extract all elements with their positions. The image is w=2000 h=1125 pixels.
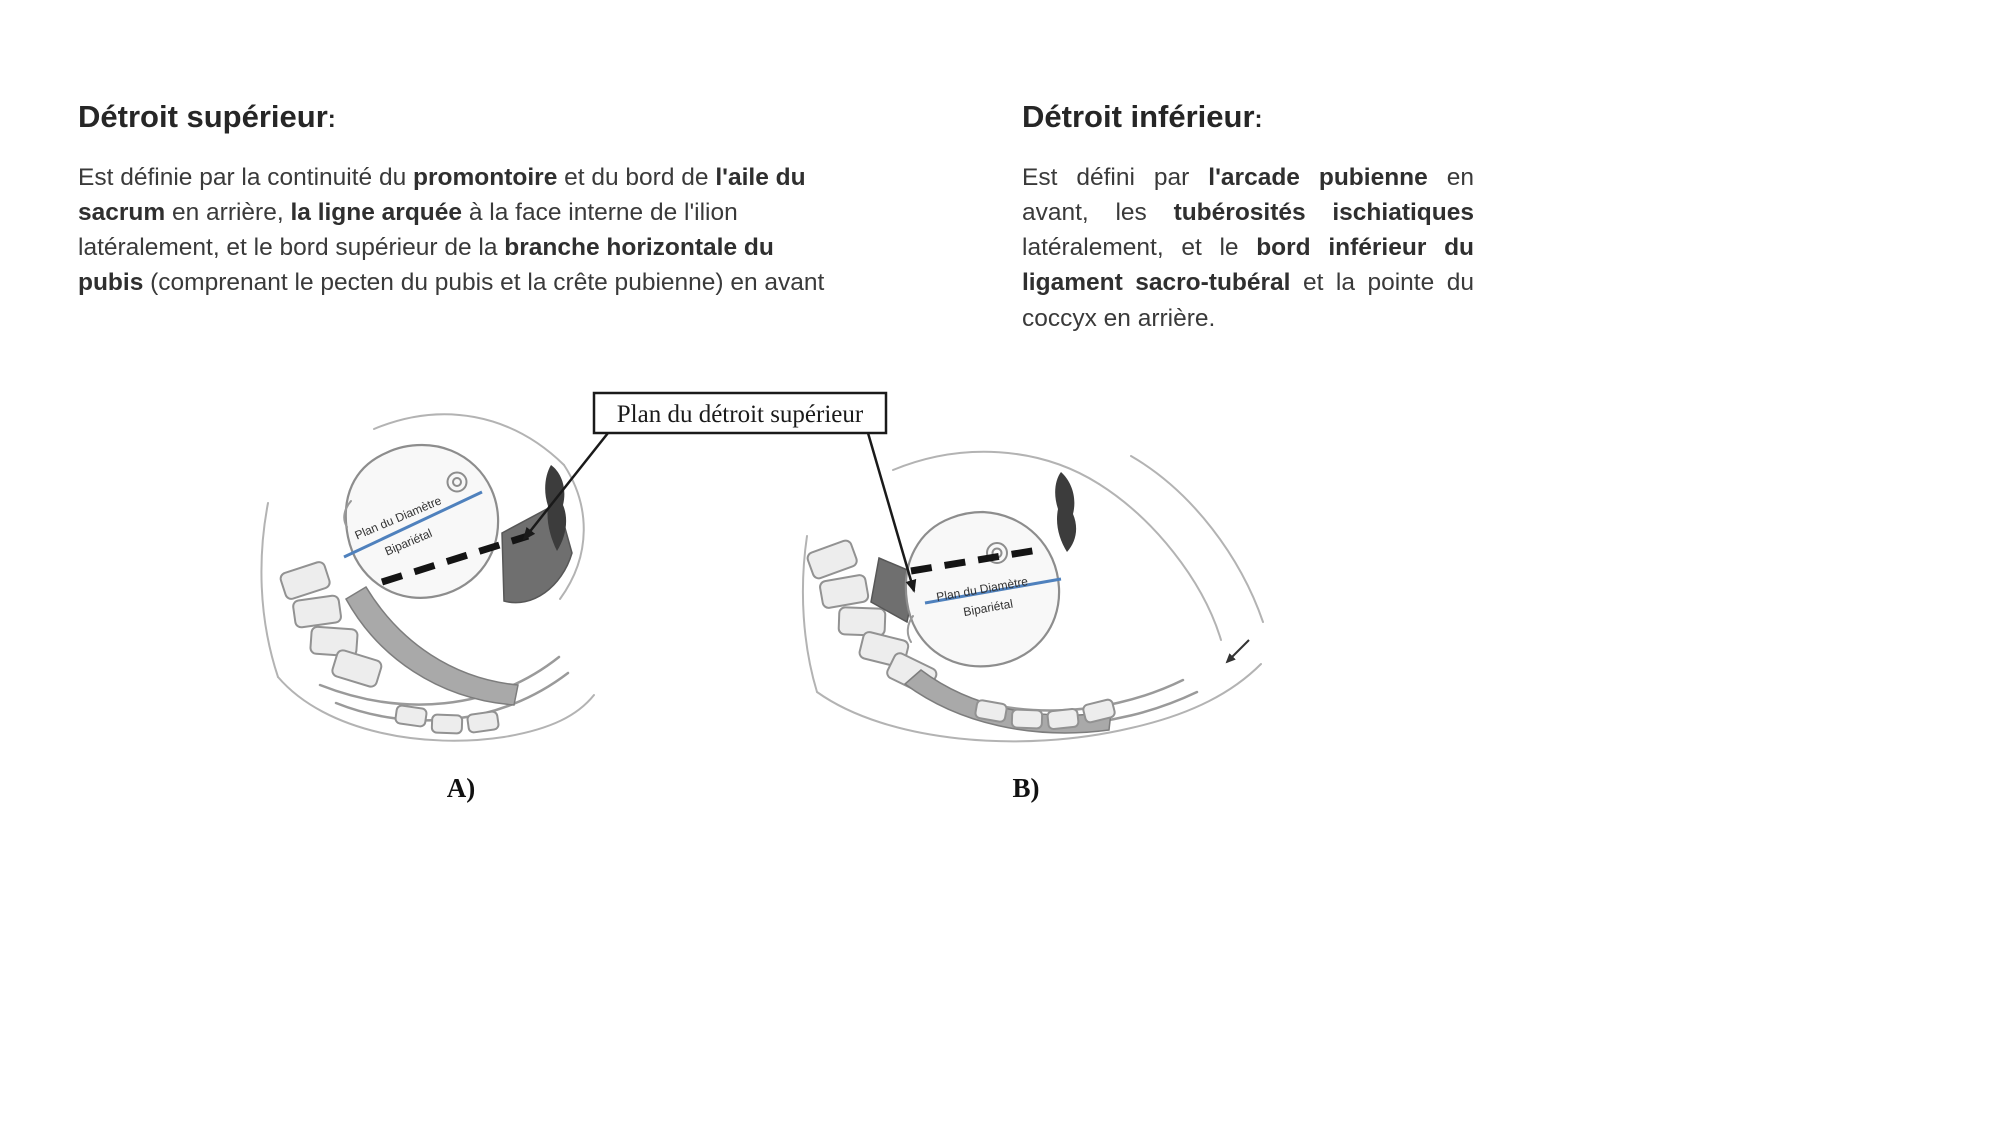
fetal-ear-icon: [452, 477, 462, 487]
coccyx-segment: [974, 699, 1008, 723]
left-text-block: Détroit supérieur: Est définie par la co…: [78, 98, 844, 325]
coccyx-segment: [466, 710, 500, 734]
vertebra: [309, 625, 359, 658]
diagram-a: Plan du Diamètre Bipariétal: [260, 413, 595, 742]
inlet-plane-dashed-line: [380, 532, 530, 586]
right-text-block: Détroit inférieur: Est défini par l'arca…: [1022, 98, 1474, 361]
coccyx-segment: [394, 704, 428, 728]
vertebra: [819, 574, 870, 609]
left-title: Détroit supérieur:: [78, 98, 844, 135]
text-segment: à la face interne de l'ilion latéralemen…: [78, 198, 738, 262]
fetal-face-profile: [343, 500, 352, 528]
biparietal-plane-line: [924, 577, 1062, 605]
pubic-hair-patch: [545, 465, 567, 551]
text-segment-bold: branche horizontale du pubis: [78, 234, 774, 297]
body-contour: [1130, 455, 1264, 623]
sacrum-band: [903, 669, 1112, 734]
callout-box: [592, 391, 888, 435]
pelvis-figure: Plan du Diamètre Bipariétal: [256, 385, 1268, 825]
body-contour: [373, 413, 565, 466]
text-segment: (comprenant le pecten du pubis et la crê…: [143, 269, 825, 297]
vertebra: [279, 561, 331, 600]
vertebra: [331, 649, 383, 688]
text-segment-bold: bord inférieur du ligament sacro-tubéral: [1022, 234, 1474, 297]
text-segment-bold: la ligne arquée: [290, 198, 463, 226]
coccyx-segment: [430, 713, 464, 735]
left-title-text: Détroit supérieur: [78, 99, 328, 134]
coccyx-segment: [1046, 707, 1080, 731]
pelvic-floor-curve: [318, 655, 561, 706]
diagram-b: Plan du Diamètre Bipariétal: [801, 450, 1264, 743]
text-segment-bold: l'arcade pubienne: [1208, 163, 1428, 191]
fetal-face-profile: [906, 615, 914, 643]
body-contour: [277, 676, 595, 742]
text-segment: en arrière,: [165, 198, 291, 226]
right-title: Détroit inférieur:: [1022, 98, 1474, 135]
body-contour: [1098, 483, 1222, 641]
sacrum-band: [344, 585, 519, 706]
text-segment: Est définie par la continuité du: [78, 163, 414, 191]
callout-label: Plan du détroit supérieur: [617, 401, 864, 428]
callout: Plan du détroit supérieur: [522, 391, 917, 593]
body-contour: [816, 663, 1262, 743]
text-segment: Est défini par: [1022, 163, 1209, 191]
pelvis-diagrams-svg: Plan du Diamètre Bipariétal: [260, 391, 1264, 803]
vertebra: [806, 539, 858, 580]
promontory-shading: [870, 556, 918, 624]
left-paragraph: Est définie par la continuité du promont…: [78, 160, 844, 301]
right-title-colon: :: [1254, 106, 1263, 133]
text-segment: en avant, les: [1022, 163, 1474, 226]
text-segment-bold: tubérosités ischiatiques: [1173, 198, 1474, 226]
body-contour: [801, 535, 818, 693]
diagram-a-label: A): [447, 773, 476, 803]
right-paragraph: Est défini par l'arcade pubienne en avan…: [1022, 160, 1474, 336]
body-contour: [260, 502, 279, 678]
small-arrow-icon: [1225, 639, 1250, 664]
inlet-plane-dashed-line: [910, 545, 1045, 575]
callout-arrow-left: [522, 432, 609, 541]
text-segment-bold: promontoire: [413, 163, 558, 191]
text-segment: et du bord de: [557, 163, 716, 191]
vertebra: [292, 594, 342, 629]
text-segment-bold: l'aile du sacrum: [78, 163, 806, 226]
fetal-ear-icon: [986, 542, 1008, 564]
pubic-hair-patch: [1055, 472, 1077, 552]
right-title-text: Détroit inférieur: [1022, 99, 1255, 134]
diagram-b-label: B): [1013, 773, 1040, 803]
left-title-colon: :: [327, 106, 336, 133]
fetal-ear-icon: [446, 471, 468, 493]
callout-arrow-right: [866, 432, 917, 593]
vertebra: [837, 606, 887, 637]
coccyx-segment: [1010, 708, 1044, 730]
biparietal-plane-line: [343, 490, 483, 559]
text-segment: latéralement, et le: [1022, 234, 1257, 262]
body-contour: [892, 450, 1100, 485]
coccyx-segment: [1082, 698, 1116, 724]
text-segment: et la pointe du coccyx en arrière.: [1022, 269, 1475, 332]
